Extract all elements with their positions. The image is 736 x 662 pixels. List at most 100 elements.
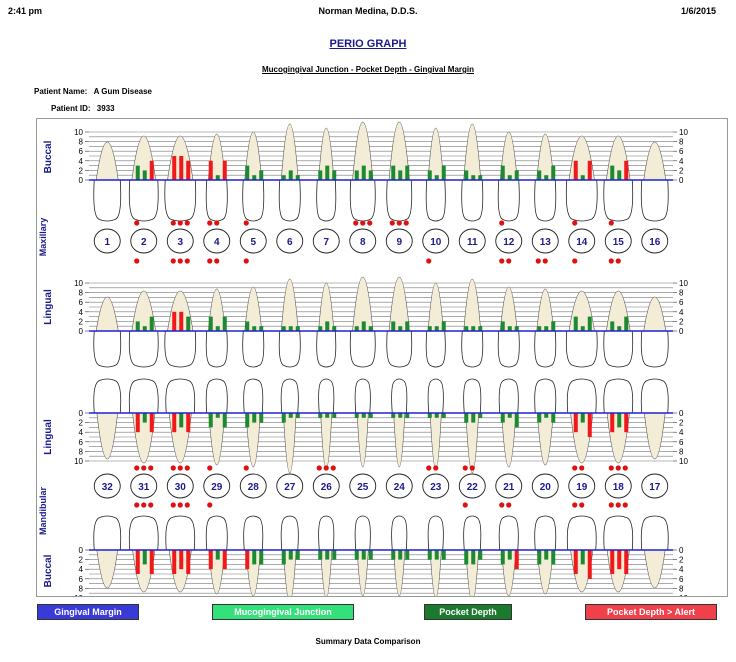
pocket-bar [245, 550, 250, 570]
lower-lingual-root [536, 412, 554, 466]
lower-tooth-outline [349, 473, 377, 499]
upper-tooth-number: 6 [287, 237, 293, 248]
bleeding-dot [622, 502, 628, 508]
print-time: 2:41 pm [8, 6, 43, 16]
pocket-bar [507, 326, 512, 331]
pocket-bar [245, 321, 250, 331]
upper-tooth-outline [458, 228, 486, 254]
bleeding-dot [499, 258, 505, 264]
label-mandibular: Mandibular [38, 487, 48, 535]
lower-tooth-outline [166, 473, 194, 499]
lower-tooth-outline [239, 473, 267, 499]
upper-tooth-number: 4 [214, 237, 220, 248]
upper-buccal-root [536, 133, 555, 181]
bleeding-dot [330, 465, 336, 471]
scale-label: 8 [79, 447, 84, 456]
lower-lingual-root [393, 412, 406, 468]
bleeding-dot [506, 258, 512, 264]
bleeding-dot [141, 465, 147, 471]
bleeding-dot [572, 465, 578, 471]
pocket-bar [354, 413, 359, 418]
upper-tooth-outline [385, 228, 413, 254]
lower-buccal-crown [128, 515, 159, 551]
bleeding-dot [207, 502, 213, 508]
scale-label: 0 [79, 409, 84, 418]
pocket-bar [288, 550, 293, 560]
scale-label: 4 [679, 565, 684, 574]
bleeding-dot [134, 502, 140, 508]
patient-id: 3933 [96, 104, 115, 113]
scale-label: 0 [679, 176, 684, 185]
pocket-bar [259, 413, 264, 423]
upper-buccal-crown [603, 179, 634, 222]
bleeding-dot [403, 220, 409, 226]
lower-buccal-crown [243, 515, 264, 551]
lower-lingual-crown [603, 378, 634, 414]
pocket-bar [544, 550, 549, 560]
upper-lingual-root [352, 276, 374, 332]
upper-tooth-number: 10 [430, 237, 442, 248]
pocket-bar [580, 413, 585, 423]
bleeding-dot [389, 220, 395, 226]
pocket-bar [318, 550, 323, 560]
pocket-bar [500, 321, 505, 331]
pocket-bar [208, 160, 213, 180]
upper-lingual-crown [640, 330, 669, 368]
pocket-bar [441, 413, 446, 418]
pocket-bar [208, 316, 213, 331]
scale-label: 4 [79, 157, 84, 166]
pocket-bar [617, 550, 622, 570]
scale-label: 8 [679, 447, 684, 456]
lower-lingual-crown [463, 378, 482, 414]
pocket-bar [149, 160, 154, 180]
lower-tooth-outline [203, 473, 231, 499]
upper-lingual-crown [278, 330, 301, 368]
lower-tooth-outline [531, 473, 559, 499]
scale-label: 6 [679, 438, 684, 447]
lower-lingual-crown [391, 378, 408, 414]
pocket-bar [332, 170, 337, 180]
scale-label: 0 [79, 546, 84, 555]
pocket-bar [580, 550, 585, 565]
scale-label: 6 [79, 147, 84, 156]
pocket-bar [172, 311, 177, 331]
pocket-bar [208, 413, 213, 428]
bleeding-dot [134, 465, 140, 471]
page-subtitle: Mucogingival Junction - Pocket Depth - G… [261, 65, 474, 74]
upper-lingual-root [499, 286, 518, 332]
pocket-bar [245, 165, 250, 180]
bleeding-dot [572, 502, 578, 508]
pocket-bar [172, 413, 177, 433]
lower-lingual-crown [566, 378, 597, 414]
pocket-bar [464, 413, 469, 423]
pocket-bar [186, 316, 191, 331]
pocket-bar [551, 413, 556, 423]
bleeding-dot [608, 220, 614, 226]
pocket-bar [252, 175, 257, 180]
pocket-bar [478, 550, 483, 560]
doctor-name: Norman Medina, D.D.S. [318, 6, 418, 16]
lower-tooth-outline [312, 473, 340, 499]
pocket-bar [179, 413, 184, 428]
pocket-bar [544, 413, 549, 418]
pocket-bar [573, 316, 578, 331]
pocket-bar [587, 160, 592, 180]
bleeding-dot [148, 502, 154, 508]
pocket-bar [537, 550, 542, 565]
lower-tooth-number: 21 [503, 482, 515, 493]
pocket-bar [617, 413, 622, 428]
lower-lingual-crown [128, 378, 159, 414]
scale-label: 10 [74, 128, 83, 137]
lower-tooth-number: 25 [357, 482, 369, 493]
scale-label: 2 [79, 166, 84, 175]
pocket-bar [186, 413, 191, 433]
upper-tooth-number: 7 [323, 237, 329, 248]
pocket-bar [551, 165, 556, 180]
pocket-bar [368, 413, 373, 418]
pocket-bar [281, 326, 286, 331]
pocket-bar [427, 170, 432, 180]
patient-name-row: Patient Name: A Gum Disease [34, 87, 152, 96]
bleeding-dot [506, 502, 512, 508]
upper-buccal-crown [425, 179, 446, 222]
